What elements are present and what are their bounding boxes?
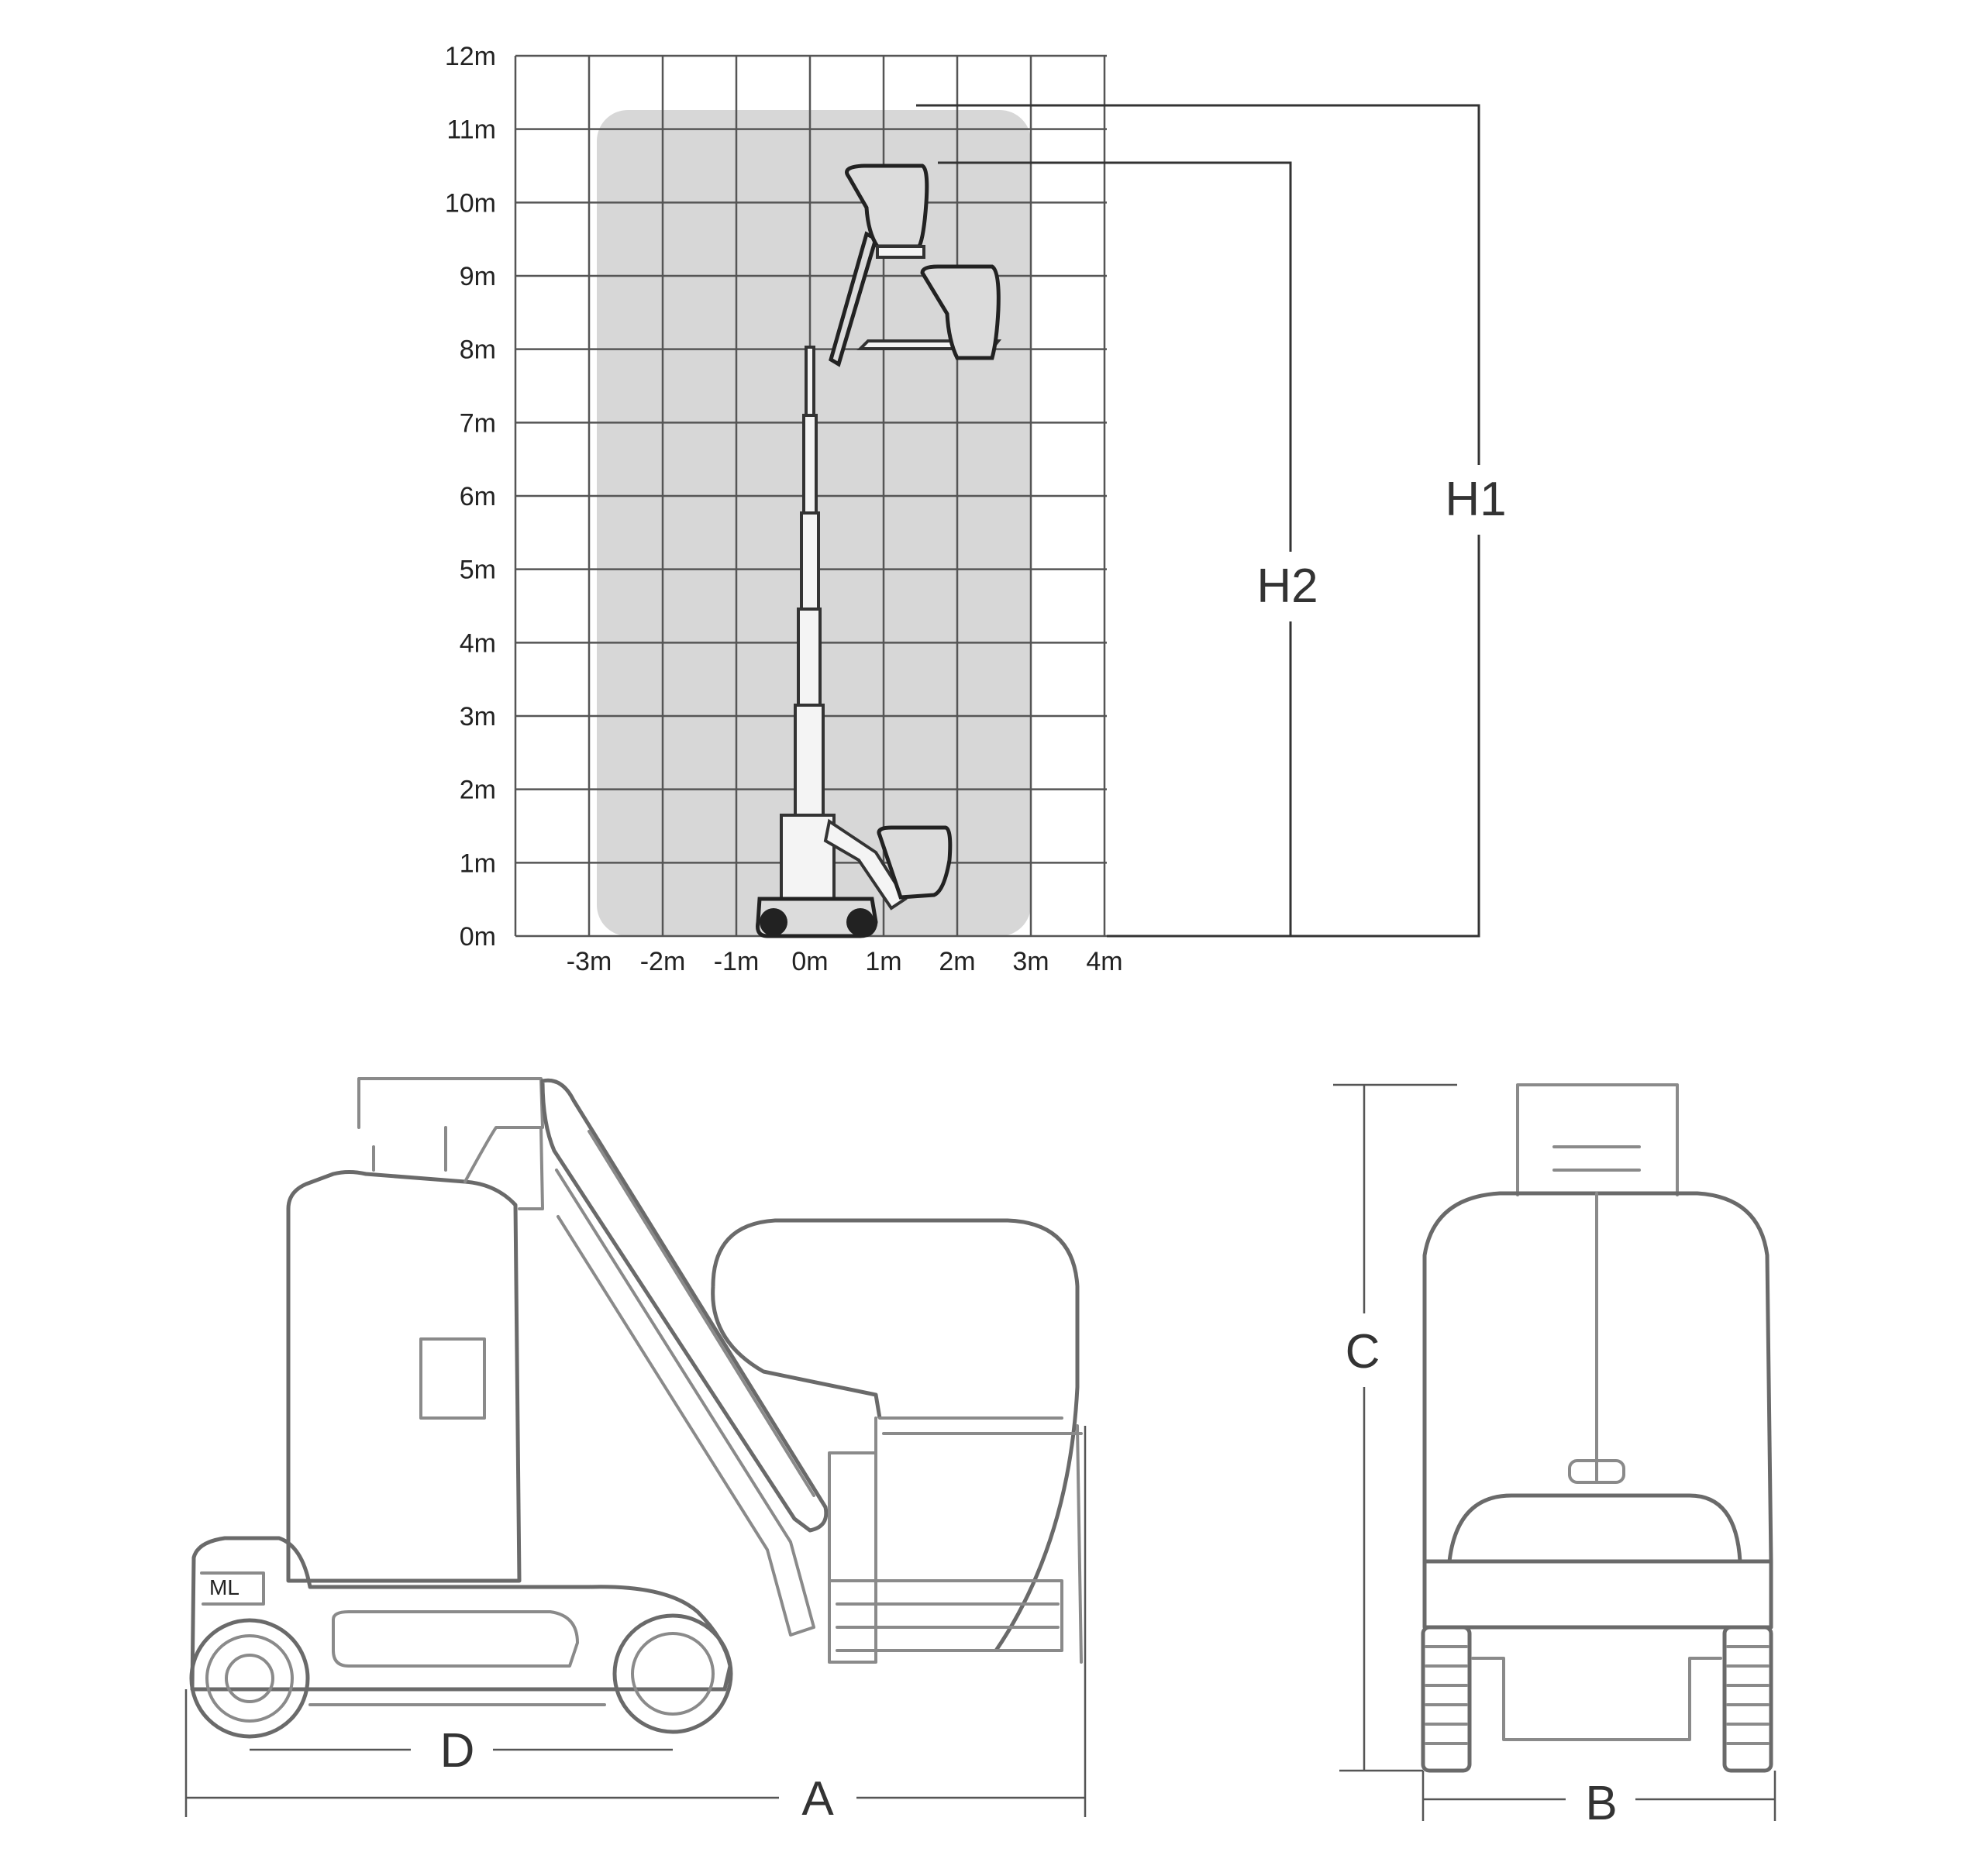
right-tire: [1722, 1625, 1773, 1773]
side-view-drawing: ML D A: [184, 1077, 1087, 1826]
y-tick-label: 10m: [445, 188, 496, 218]
y-tick-label: 5m: [460, 556, 496, 585]
left-tire: [1421, 1625, 1472, 1773]
x-tick-label: 2m: [939, 947, 975, 976]
y-axis-ticks: 0m 1m 2m 3m 4m 5m 6m 7m 8m 9m 10m 11m 12m: [445, 42, 496, 952]
y-tick-label: 7m: [460, 408, 496, 438]
x-tick-label: -3m: [567, 947, 612, 976]
height-dimensions: H2 H1: [916, 104, 1529, 938]
y-tick-label: 9m: [460, 262, 496, 291]
dimension-label-d: D: [440, 1724, 475, 1778]
chassis-logo-mark: ML: [209, 1575, 239, 1599]
front-view-drawing: C B: [1333, 1083, 1776, 1830]
y-tick-label: 12m: [445, 42, 496, 71]
x-tick-label: 1m: [865, 947, 901, 976]
dimension-label-h1: H1: [1445, 473, 1506, 526]
lift-platform-raised: [829, 164, 1002, 367]
dimension-label-c: C: [1346, 1325, 1380, 1379]
x-tick-label: 4m: [1086, 947, 1122, 976]
y-tick-label: 3m: [460, 702, 496, 731]
y-tick-label: 4m: [460, 628, 496, 658]
x-tick-label: -1m: [714, 947, 760, 976]
work-envelope-chart: 0m 1m 2m 3m 4m 5m 6m 7m 8m 9m 10m 11m 12m -3m -2m -1m 0…: [445, 42, 1123, 976]
y-tick-label: 2m: [460, 776, 496, 805]
y-tick-label: 6m: [460, 482, 496, 511]
x-axis-ticks: -3m -2m -1m 0m 1m 2m 3m 4m: [567, 947, 1123, 976]
y-tick-label: 0m: [460, 922, 496, 952]
dimension-label-b: B: [1585, 1777, 1617, 1830]
dimension-label-h2: H2: [1256, 559, 1318, 613]
x-tick-label: 0m: [791, 947, 828, 976]
y-tick-label: 8m: [460, 336, 496, 365]
front-wheel: [612, 1613, 733, 1734]
dimension-label-a: A: [801, 1772, 834, 1826]
x-tick-label: -2m: [640, 947, 686, 976]
y-tick-label: 11m: [446, 115, 496, 145]
x-tick-label: 3m: [1012, 947, 1049, 976]
rear-wheel: [189, 1618, 310, 1739]
lift-mast: [794, 346, 825, 817]
lift-machine-stowed-base: [756, 814, 953, 938]
y-tick-label: 1m: [460, 849, 496, 878]
